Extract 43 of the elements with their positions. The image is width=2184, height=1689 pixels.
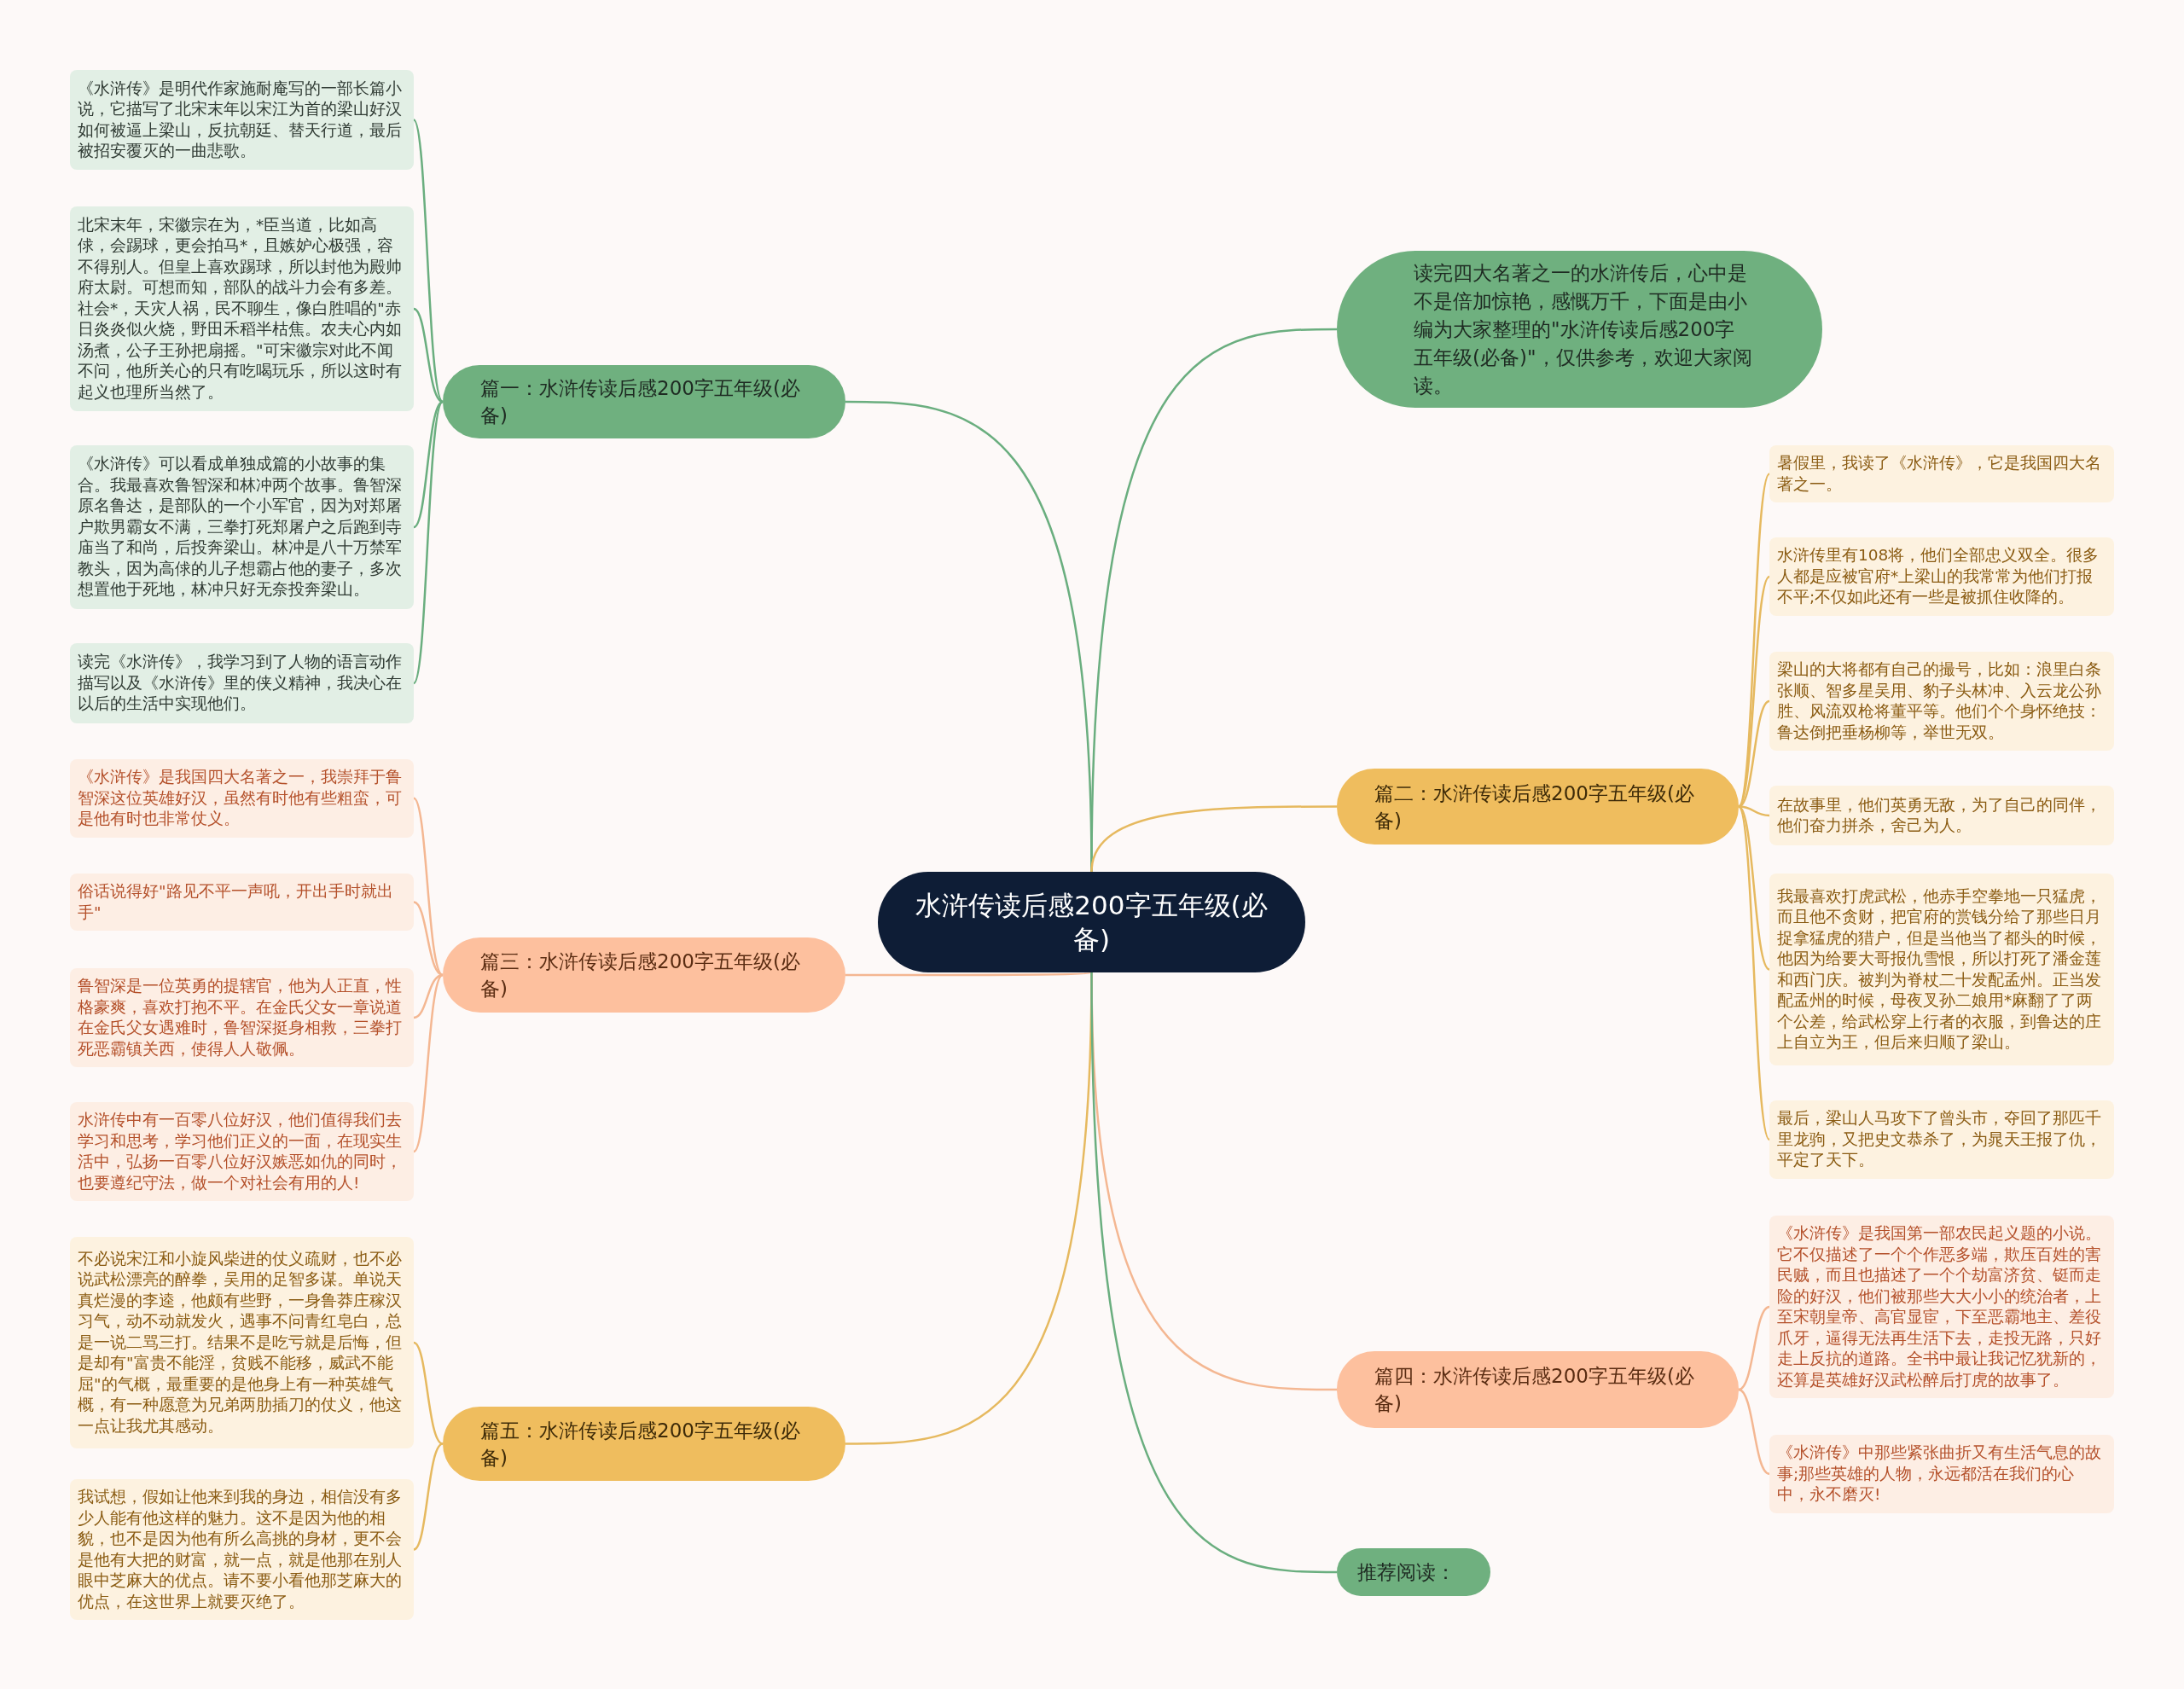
connector xyxy=(1738,1305,1770,1391)
connector xyxy=(413,1442,444,1551)
intro-bubble: 读完四大名著之一的水浒传后，心中是不是倍加惊艳，感慨万千，下面是由小编为大家整理的"水浒传读后感200字五年级(必备)"，仅供参考，欢迎大家阅读。 xyxy=(1337,251,1822,408)
text-card: 《水浒传》是我国四大名著之一，我崇拜于鲁智深这位英雄好汉，虽然有时他有些粗蛮，可是他有时也非常仗义。 xyxy=(70,759,414,838)
text-card: 《水浒传》可以看成单独成篇的小故事的集合。我最喜欢鲁智深和林冲两个故事。鲁智深原名鲁达，是部队的一个小军官，因为对郑屠户欺男霸女不满，三拳打死郑屠户之后跑到寺庙当了和尚，后投奔梁山。林冲是八十万禁军教头，因为高俅的儿子想霸占他的妻子，多次想置他于死地，林冲只好无奈投奔梁山。 xyxy=(70,445,414,609)
connector xyxy=(1737,805,1771,1141)
branch-topic: 篇一：水浒传读后感200字五年级(必备) xyxy=(443,365,845,438)
connector xyxy=(1090,805,1337,873)
connector xyxy=(413,1341,444,1445)
text-card: 《水浒传》中那些紧张曲折又有生活气息的故事;那些英雄的人物，永远都活在我们的心中，永不磨灭! xyxy=(1769,1435,2114,1513)
central-topic: 水浒传读后感200字五年级(必备) xyxy=(878,872,1305,972)
connector xyxy=(413,974,444,1152)
connector xyxy=(412,401,444,684)
text-card: 不必说宋江和小旋风柴进的仗义疏财，也不必说武松漂亮的醉拳，吴用的足智多谋。单说天真烂漫的李逵，他颇有些野，一身鲁莽庄稼汉习气，动不动就发火，遇事不问青红皂白，总是一说二骂三打。结果不是吃亏就是后悔，但是却有"富贵不能淫，贫贱不能移，威武不能屈"的气概，最重要的是他身上有一种英雄气概，有一种愿意为兄弟两肋插刀的仗义，他这一点让我尤其感动。 xyxy=(70,1237,414,1448)
connector xyxy=(413,797,444,976)
connector xyxy=(413,901,444,977)
branch-topic: 篇四：水浒传读后感200字五年级(必备) xyxy=(1337,1351,1739,1428)
connector xyxy=(413,400,444,528)
connector xyxy=(413,307,444,403)
text-card: 最后，梁山人马攻下了曾头市，夺回了那匹千里龙驹，又把史文恭杀了，为晁天王报了仇，平定了天下。 xyxy=(1769,1100,2114,1179)
text-card: 暑假里，我读了《水浒传》，它是我国四大名著之一。 xyxy=(1769,445,2114,502)
text-card: 水浒传里有108将，他们全部忠义双全。很多人都是应被官府*上梁山的我常常为他们打报不平;不仅如此还有一些是被抓住收降的。 xyxy=(1769,537,2114,616)
connector xyxy=(1738,1388,1770,1475)
connector xyxy=(412,119,444,403)
recommend-topic: 推荐阅读： xyxy=(1337,1548,1490,1596)
text-card: 在故事里，他们英勇无敌，为了自己的同伴，他们奋力拼杀，舍己为人。 xyxy=(1769,786,2114,845)
text-card: 读完《水浒传》，我学习到了人物的语言动作描写以及《水浒传》里的侠义精神，我决心在以后的生活中实现他们。 xyxy=(70,643,414,723)
connector xyxy=(845,971,1092,977)
connector xyxy=(1738,805,1770,971)
text-card: 《水浒传》是明代作家施耐庵写的一部长篇小说，它描写了北宋末年以宋江为首的梁山好汉如何被逼上梁山，反抗朝廷、替天行道，最后被招安覆灭的一曲悲歌。 xyxy=(70,70,414,170)
text-card: 鲁智深是一位英勇的提辖官，他为人正直，性格豪爽，喜欢打抱不平。在金氏父女一章说道在金氏父女遇难时，鲁智深挺身相救，三拳打死恶霸镇关西，使得人人敬佩。 xyxy=(70,968,414,1067)
text-card: 北宋末年，宋徽宗在为，*臣当道，比如高俅，会踢球，更会拍马*，且嫉妒心极强，容不得别人。但皇上喜欢踢球，所以封他为殿帅府太尉。可想而知，部队的战斗力会有多差。社会*，天灾人祸，民不聊生，像白胜唱的"赤日炎炎似火烧，野田禾稻半枯焦。农夫心内如汤煮，公子王孙把扇摇。"可宋徽宗对此不闻不问，他所关心的只有吃喝玩乐，所以这时有起义也理所当然了。 xyxy=(70,206,414,411)
branch-topic: 篇五：水浒传读后感200字五年级(必备) xyxy=(443,1407,845,1481)
text-card: 我试想，假如让他来到我的身边，相信没有多少人能有他这样的魅力。这不是因为他的相貌，也不是因为他有所么高挑的身材，更不会是他有大把的财富，就一点，就是他那在别人眼中芝麻大的优点。请不要小看他那芝麻大的优点，在这世界上就要灭绝了。 xyxy=(70,1479,414,1620)
connector xyxy=(413,973,444,1019)
text-card: 水浒传中有一百零八位好汉，他们值得我们去学习和思考，学习他们正义的一面，在现实生活中，弘扬一百零八位好汉嫉恶如仇的同时，也要遵纪守法，做一个对社会有用的人! xyxy=(70,1102,414,1201)
connector xyxy=(1090,972,1337,1574)
text-card: 《水浒传》是我国第一部农民起义题的小说。它不仅描述了一个个作恶多端，欺压百姓的害民贼，而且也描述了一个个劫富济贫、铤而走险的好汉，他们被那些大大小小的统治者，上至宋朝皇帝、高官显宦，下至恶霸地主、差役爪牙，逼得无法再生活下去，走投无路，只好走上反抗的道路。全书中最让我记忆犹新的，还算是英雄好汉武松醉后打虎的故事了。 xyxy=(1769,1216,2114,1398)
text-card: 我最喜欢打虎武松，他赤手空拳地一只猛虎，而且他不贪财，把官府的赏钱分给了那些日月捉拿猛虎的猎户，但是当他当了都头的时候，他因为给要大哥报仇雪恨，所以打死了潘金莲和西门庆。被判为脊杖二十发配孟州。正当发配孟州的时候，母夜叉孙二娘用*麻翻了了两个公差，给武松穿上行者的衣服，到鲁达的庄上自立为王，但后来归顺了梁山。 xyxy=(1769,874,2114,1065)
branch-topic: 篇三：水浒传读后感200字五年级(必备) xyxy=(443,937,845,1013)
branch-topic: 篇二：水浒传读后感200字五年级(必备) xyxy=(1337,769,1739,844)
text-card: 梁山的大将都有自己的撮号，比如：浪里白条张顺、智多星吴用、豹子头林冲、入云龙公孙胜、风流双枪将董平等。他们个个身怀绝技：鲁达倒把垂杨柳等，举世无双。 xyxy=(1769,652,2114,751)
text-card: 俗话说得好"路见不平一声吼，开出手时就出手" xyxy=(70,874,414,931)
